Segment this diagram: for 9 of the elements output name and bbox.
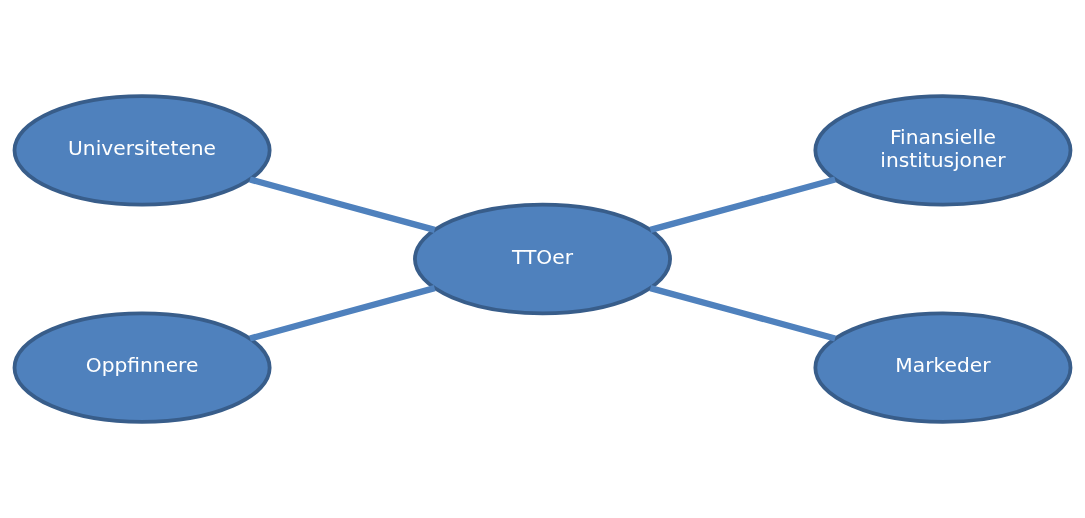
connector — [649, 176, 836, 233]
node-ellipse: Markeder — [813, 311, 1073, 424]
connector — [649, 285, 836, 342]
connector — [249, 285, 436, 342]
node-ellipse: Finansielle institusjoner — [813, 94, 1073, 207]
node-ellipse: Universitetene — [12, 94, 272, 207]
node-ellipse: TTOer — [413, 202, 672, 316]
node-ellipse: Oppfinnere — [12, 311, 272, 424]
connector — [249, 176, 436, 233]
